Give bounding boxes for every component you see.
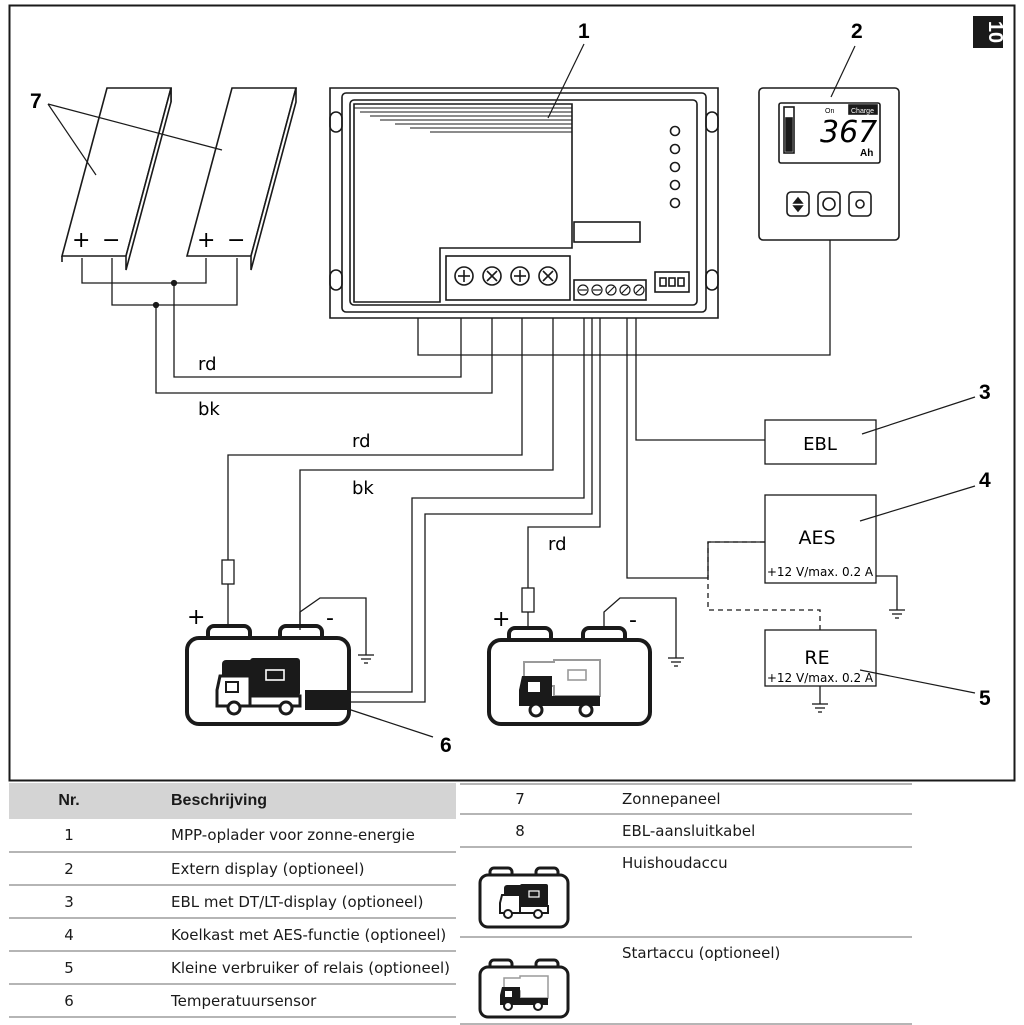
solar-panel-2 [185, 87, 298, 271]
legend-header-desc: Beschrijving [171, 792, 268, 809]
table-row: 1 MPP-oplader voor zonne-energie [9, 819, 456, 853]
row-desc: Startaccu (optioneel) [622, 944, 781, 962]
re-box [764, 629, 877, 687]
wire-label-bk-1: bk [198, 399, 220, 420]
wire-label-rd-2: rd [352, 431, 371, 452]
page-tab: 10 [973, 16, 1006, 48]
house-battery-plus: + [187, 605, 205, 630]
table-row: Huishoudaccu [460, 848, 912, 938]
aes-spec: +12 V/max. 0.2 A [767, 565, 874, 579]
table-row: 3 EBL met DT/LT-display (optioneel) [9, 886, 456, 919]
starter-battery [487, 626, 652, 726]
row-nr: 6 [64, 991, 74, 1010]
callout-2: 2 [851, 20, 863, 43]
re-label: RE [804, 647, 829, 669]
panel1-minus: − [102, 228, 120, 253]
table-row: 8 EBL-aansluitkabel [460, 815, 912, 848]
callout-7: 7 [30, 90, 42, 113]
row-nr: 8 [515, 821, 525, 840]
row-desc: EBL met DT/LT-display (optioneel) [171, 892, 424, 911]
callout-2-leader [830, 45, 856, 98]
callout-3-leader [861, 396, 976, 435]
wire-label-rd-3: rd [548, 534, 567, 555]
house-battery-minus: - [326, 606, 334, 631]
aes-ground [876, 575, 905, 619]
house-battery-icon [478, 866, 570, 929]
display-on-label: On [825, 108, 834, 115]
row-nr: 1 [64, 826, 74, 844]
starter-battery-icon [478, 958, 570, 1019]
row-nr: 3 [64, 892, 74, 911]
row-nr: 2 [64, 859, 74, 878]
re-ground [812, 686, 828, 713]
page-tab-number: 10 [984, 21, 1006, 43]
legend-table-left: Nr. Beschrijving 1 MPP-oplader voor zonn… [9, 783, 456, 1018]
callout-6-leader [344, 707, 434, 738]
row-nr: 5 [64, 958, 74, 977]
mpp-charger [329, 87, 719, 319]
callout-1-leader [547, 43, 585, 119]
starter-battery-plus: + [492, 607, 510, 632]
table-row: 7 Zonnepaneel [460, 783, 912, 815]
fuse-2 [521, 587, 535, 613]
aes-label: AES [798, 527, 835, 549]
panel1-plus: + [72, 228, 90, 253]
starter-battery-ground [603, 597, 684, 667]
callout-5: 5 [979, 687, 991, 710]
row-desc: Zonnepaneel [622, 790, 721, 808]
table-row: 6 Temperatuursensor [9, 985, 456, 1018]
legend-table-right: 7 Zonnepaneel 8 EBL-aansluitkabel Huisho… [460, 783, 912, 1025]
row-desc: Kleine verbruiker of relais (optioneel) [171, 958, 451, 977]
external-display [758, 87, 900, 241]
diagram-frame [8, 4, 1016, 782]
row-desc: Koelkast met AES-functie (optioneel) [171, 925, 447, 944]
fuse-1 [221, 559, 235, 585]
row-nr: 4 [64, 925, 74, 944]
callout-3: 3 [979, 381, 991, 404]
legend-header: Nr. Beschrijving [9, 783, 456, 819]
ebl-label: EBL [803, 434, 837, 455]
callout-4-leader [859, 485, 976, 522]
wire-label-rd-1: rd [198, 354, 217, 375]
row-desc: Huishoudaccu [622, 854, 728, 872]
wiring-diagram: 10 + − + − rd bk 7 [8, 4, 1016, 782]
display-value: 367 [820, 115, 877, 150]
row-nr: 7 [515, 790, 525, 808]
table-row: 5 Kleine verbruiker of relais (optioneel… [9, 952, 456, 985]
table-row: 2 Extern display (optioneel) [9, 853, 456, 886]
re-spec: +12 V/max. 0.2 A [767, 671, 874, 685]
wire-label-bk-2: bk [352, 478, 374, 499]
legend-header-nr: Nr. [58, 792, 80, 809]
row-desc: Temperatuursensor [171, 991, 317, 1010]
display-cable [417, 240, 831, 356]
display-unit: Ah [860, 148, 873, 159]
table-row: 4 Koelkast met AES-functie (optioneel) [9, 919, 456, 952]
callout-6: 6 [440, 734, 452, 757]
house-battery [185, 624, 351, 726]
callout-4: 4 [979, 469, 991, 492]
ebl-box [764, 419, 877, 465]
display-charge-label: Charge [851, 108, 874, 115]
row-desc: MPP-oplader voor zonne-energie [171, 826, 415, 844]
callout-7-leaders [47, 103, 223, 176]
panel2-plus: + [197, 228, 215, 253]
row-desc: Extern display (optioneel) [171, 859, 365, 878]
callout-1: 1 [578, 20, 590, 43]
callout-5-leader [859, 669, 976, 694]
row-desc: EBL-aansluitkabel [622, 821, 756, 840]
panel2-minus: − [227, 228, 245, 253]
starter-battery-minus: - [629, 608, 637, 633]
table-row: Startaccu (optioneel) [460, 938, 912, 1025]
house-battery-ground [299, 597, 374, 664]
dashed-link [707, 541, 821, 630]
aes-box [764, 494, 877, 584]
